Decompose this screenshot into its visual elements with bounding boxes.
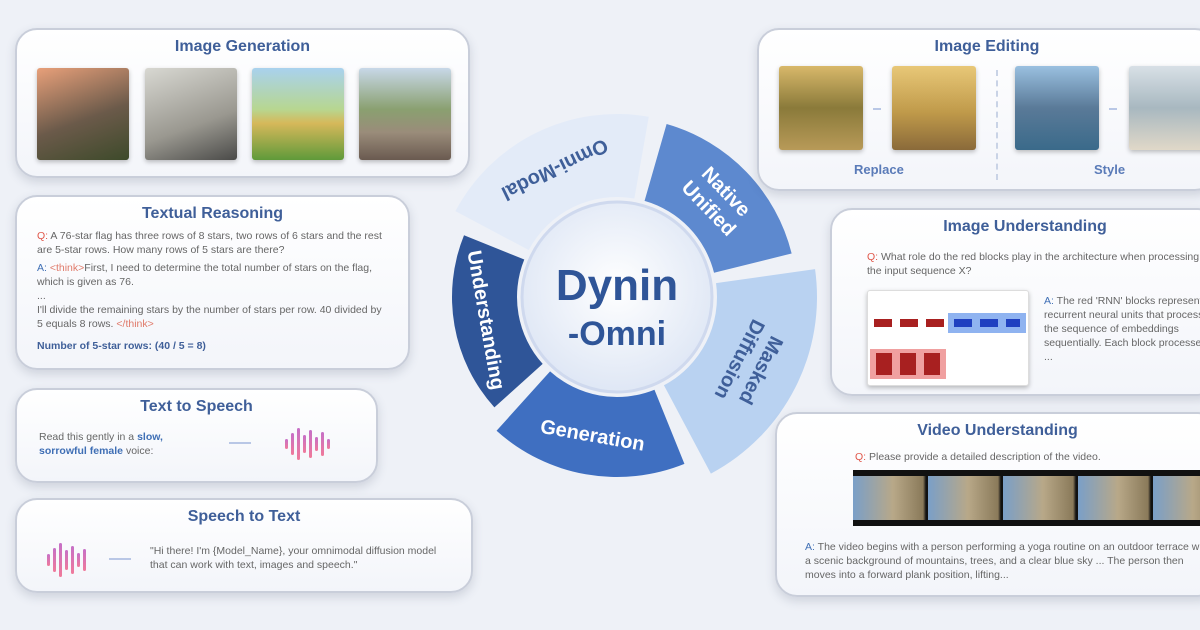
image-editing-card: Image Editing Replace Style bbox=[757, 28, 1200, 191]
generated-image-rabbit bbox=[252, 68, 344, 160]
image-generation-title: Image Generation bbox=[174, 38, 311, 55]
think-close-tag: </think> bbox=[116, 318, 154, 330]
reasoning-question: Q: A 76-star flag has three rows of 8 st… bbox=[37, 229, 390, 257]
image-editing-title: Image Editing bbox=[934, 38, 1040, 55]
edit-result-windmill bbox=[892, 66, 976, 150]
arrow-icon bbox=[873, 108, 881, 110]
question-text: What role do the red blocks play in the … bbox=[867, 251, 1200, 277]
tts-title: Text to Speech bbox=[140, 398, 253, 415]
center-title-line1: Dynin bbox=[556, 261, 678, 310]
center-title-line2: -Omni bbox=[568, 315, 666, 353]
generated-image-paris bbox=[359, 68, 451, 160]
q-label: Q: bbox=[855, 451, 867, 463]
segment-masked-diffusion bbox=[663, 269, 817, 474]
text-to-speech-card: Text to Speech Read this gently in a slo… bbox=[15, 388, 378, 483]
audio-waveform-icon bbox=[47, 542, 86, 578]
image-answer: A: The red 'RNN' blocks represent recurr… bbox=[1044, 294, 1200, 374]
answer-text-2: I'll divide the remaining stars by the n… bbox=[37, 304, 382, 330]
image-understanding-card: Image Understanding Q: What role do the … bbox=[830, 208, 1200, 396]
ellipsis: ... bbox=[37, 290, 46, 302]
video-filmstrip bbox=[853, 470, 1200, 526]
tts-prompt: Read this gently in a slow, sorrowful fe… bbox=[39, 430, 199, 458]
answer-text: The red 'RNN' blocks represent recurrent… bbox=[1044, 295, 1200, 363]
style-label: Style bbox=[1094, 162, 1126, 177]
a-label: A: bbox=[37, 262, 47, 274]
center-hub bbox=[520, 200, 714, 394]
architecture-diagram-image bbox=[867, 290, 1029, 386]
segment-understanding bbox=[452, 235, 543, 408]
image-question: Q: What role do the red blocks play in t… bbox=[867, 250, 1200, 278]
a-label: A: bbox=[805, 541, 815, 553]
a-label: A: bbox=[1044, 295, 1054, 307]
question-text: A 76-star flag has three rows of 8 stars… bbox=[37, 230, 382, 256]
answer-text-1: First, I need to determine the total num… bbox=[37, 262, 373, 288]
generated-image-room bbox=[145, 68, 237, 160]
segment-generation bbox=[496, 371, 685, 477]
think-open-tag: <think> bbox=[46, 262, 85, 274]
video-answer: A: The video begins with a person perfor… bbox=[805, 540, 1200, 582]
edit-source-lake bbox=[1015, 66, 1099, 150]
arrow-icon bbox=[229, 442, 251, 444]
image-understanding-title: Image Understanding bbox=[943, 218, 1107, 235]
reasoning-answer: A: <think>First, I need to determine the… bbox=[37, 261, 390, 289]
video-question: Q: Please provide a detailed description… bbox=[855, 450, 1101, 464]
generated-image-cat bbox=[37, 68, 129, 160]
divider bbox=[996, 70, 998, 180]
image-generation-card: Image Generation bbox=[15, 28, 470, 178]
question-text: Please provide a detailed description of… bbox=[866, 451, 1101, 463]
stt-title: Speech to Text bbox=[187, 508, 301, 525]
speech-to-text-card: Speech to Text "Hi there! I'm {Model_Nam… bbox=[15, 498, 473, 593]
segment-omni-modal bbox=[455, 114, 649, 251]
arrow-icon bbox=[109, 558, 131, 560]
stt-transcript: "Hi there! I'm {Model_Name}, your omnimo… bbox=[150, 545, 437, 571]
video-understanding-card: Video Understanding Q: Please provide a … bbox=[775, 412, 1200, 597]
arrow-icon bbox=[1109, 108, 1117, 110]
tts-prompt-post: voice: bbox=[123, 445, 154, 457]
edit-source-tree bbox=[779, 66, 863, 150]
final-answer: Number of 5-star rows: (40 / 5 = 8) bbox=[37, 340, 206, 352]
audio-waveform-icon bbox=[285, 426, 330, 462]
tts-prompt-voice: slow, sorrowful female bbox=[39, 431, 163, 457]
textual-reasoning-title: Textual Reasoning bbox=[141, 205, 284, 222]
reasoning-answer-2: I'll divide the remaining stars by the n… bbox=[37, 303, 390, 331]
tts-prompt-pre: Read this gently in a bbox=[39, 431, 138, 443]
answer-text: The video begins with a person performin… bbox=[805, 541, 1200, 581]
q-label: Q: bbox=[867, 251, 879, 263]
replace-label: Replace bbox=[854, 162, 904, 177]
edit-result-styled bbox=[1129, 66, 1200, 150]
video-understanding-title: Video Understanding bbox=[917, 422, 1078, 439]
segment-native-unified bbox=[644, 123, 792, 273]
textual-reasoning-card: Textual Reasoning Q: A 76-star flag has … bbox=[15, 195, 410, 370]
q-label: Q: bbox=[37, 230, 49, 242]
